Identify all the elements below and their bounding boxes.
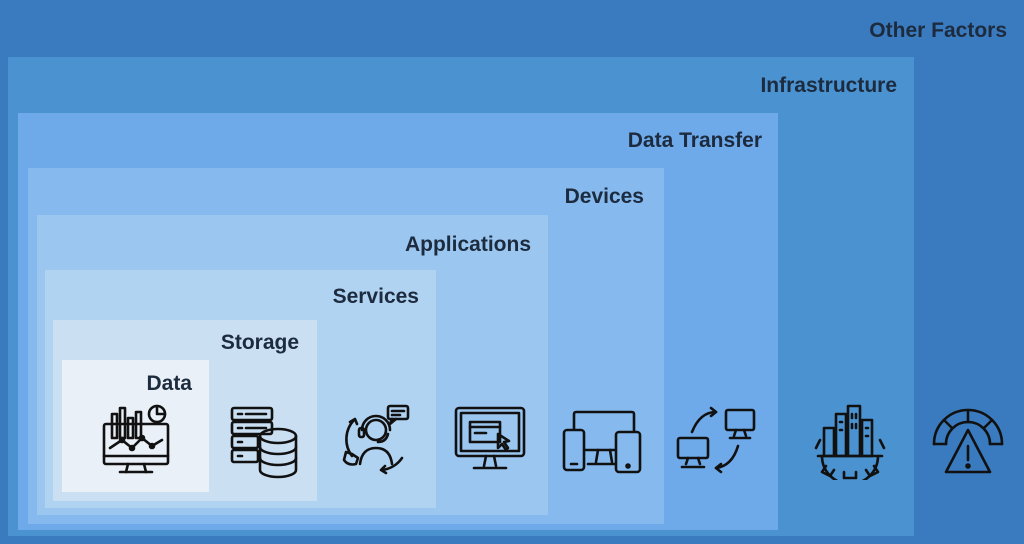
analytics-dashboard-icon: [96, 400, 176, 480]
layer-label-data: Data: [146, 372, 192, 395]
smart-city-infrastructure-icon: [810, 400, 890, 486]
network-transfer-icon: [676, 400, 756, 480]
layer-label-other-factors: Other Factors: [869, 19, 1007, 42]
computer-monitor-icon: [450, 400, 530, 480]
multi-device-icon: [562, 400, 642, 480]
customer-support-icon: [336, 400, 416, 480]
layer-label-infrastructure: Infrastructure: [760, 74, 897, 97]
layer-label-applications: Applications: [404, 233, 531, 256]
layer-label-services: Services: [332, 285, 419, 308]
risk-gauge-icon: [928, 400, 1008, 480]
layer-label-devices: Devices: [564, 185, 644, 208]
layer-label-storage: Storage: [220, 331, 299, 354]
database-server-icon: [224, 400, 304, 480]
layer-label-data-transfer: Data Transfer: [627, 129, 762, 152]
